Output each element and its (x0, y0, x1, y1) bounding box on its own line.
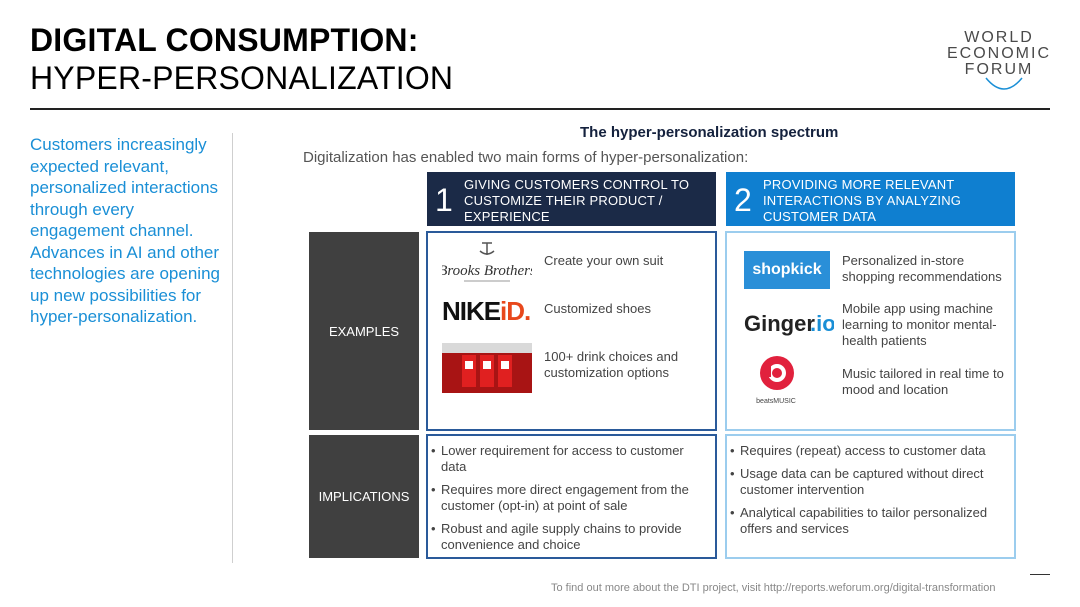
bullet-icon: • (431, 482, 436, 497)
logo-arc-icon (985, 77, 1023, 90)
example-text: 100+ drink choices and customization opt… (544, 349, 679, 380)
column-number-1: 1 (435, 182, 453, 218)
implication-item: •Requires more direct engagement from th… (431, 482, 689, 513)
drink-machines-icon (442, 343, 532, 387)
nikeid-logo: NIKE iD. (442, 295, 532, 326)
column-header-1-text: GIVING CUSTOMERS CONTROL TO CUSTOMIZE TH… (464, 177, 690, 224)
column-number-2: 2 (734, 182, 752, 218)
example-text: Customized shoes (544, 301, 651, 316)
example-text: Personalized in-store shopping recommend… (842, 253, 1002, 284)
svg-text:NIKE: NIKE (442, 296, 501, 325)
wef-logo: WORLD ECONOMIC FORUM (944, 30, 1054, 94)
bullet-icon: • (431, 443, 436, 458)
examples-box-1: Brooks Brothers Create your own suit NIK… (426, 231, 717, 431)
bullet-icon: • (431, 521, 436, 536)
example-text: Music tailored in real time to mood and … (842, 366, 1004, 397)
brooks-brothers-logo: Brooks Brothers (438, 241, 536, 287)
coca-cola-freestyle-image (442, 343, 532, 393)
intro-text: Customers increasingly expected relevant… (30, 135, 220, 326)
svg-text:.io: .io (810, 311, 834, 336)
row-label-examples: EXAMPLES (309, 232, 419, 430)
example-text: Mobile app using machine learning to mon… (842, 301, 997, 348)
implication-item: •Usage data can be captured without dire… (730, 466, 984, 497)
beats-icon: beatsMUSIC (756, 356, 796, 405)
logo-line-1: WORLD (964, 29, 1034, 46)
implication-item: •Requires (repeat) access to customer da… (730, 443, 986, 458)
examples-box-2: shopkick Personalized in-store shopping … (725, 231, 1016, 431)
footer-text: To find out more about the DTI project, … (551, 582, 996, 594)
implication-item: •Lower requirement for access to custome… (431, 443, 684, 474)
shopkick-logo: shopkick (744, 251, 830, 289)
page-title: DIGITAL CONSUMPTION: (30, 22, 419, 58)
implications-box-1: •Lower requirement for access to custome… (426, 434, 717, 559)
implication-item: •Analytical capabilities to tailor perso… (730, 505, 988, 536)
beats-music-wordmark: beatsMUSIC (756, 398, 796, 405)
gingerio-wordmark-icon: Ginger .io (744, 311, 836, 336)
nikeid-wordmark-icon: NIKE iD. (442, 296, 531, 326)
spectrum-title: The hyper-personalization spectrum (580, 124, 839, 141)
vertical-divider (232, 133, 233, 563)
logo-line-2: ECONOMIC (947, 45, 1051, 62)
beats-music-logo: beatsMUSIC (751, 353, 801, 408)
row-label-implications: IMPLICATIONS (309, 435, 419, 558)
title-divider (30, 108, 1050, 110)
corner-dash (1030, 574, 1050, 575)
svg-text:iD.: iD. (500, 296, 530, 325)
column-header-2: 2 PROVIDING MORE RELEVANT INTERACTIONS B… (726, 172, 1015, 226)
bullet-icon: • (730, 466, 735, 481)
implication-item: •Robust and agile supply chains to provi… (431, 521, 682, 552)
column-header-1: 1 GIVING CUSTOMERS CONTROL TO CUSTOMIZE … (427, 172, 716, 226)
example-text: Create your own suit (544, 253, 664, 268)
page-subtitle: HYPER-PERSONALIZATION (30, 60, 454, 96)
fleece-icon: Brooks Brothers (438, 242, 536, 282)
gingerio-logo: Ginger .io (744, 309, 836, 336)
brooks-brothers-wordmark: Brooks Brothers (442, 263, 532, 279)
bullet-icon: • (730, 443, 735, 458)
column-header-2-text: PROVIDING MORE RELEVANT INTERACTIONS BY … (763, 177, 962, 224)
svg-text:Ginger: Ginger (744, 311, 815, 336)
spectrum-subtitle: Digitalization has enabled two main form… (303, 149, 749, 166)
implications-box-2: •Requires (repeat) access to customer da… (725, 434, 1016, 559)
logo-line-3: FORUM (964, 61, 1034, 78)
bullet-icon: • (730, 505, 735, 520)
